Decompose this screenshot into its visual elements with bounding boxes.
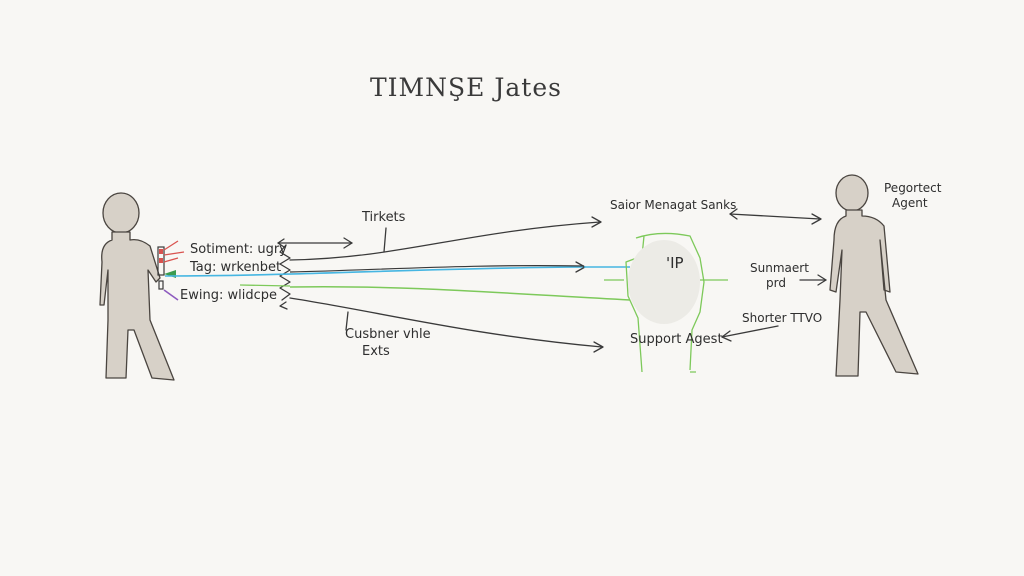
tickets-pointer	[383, 227, 387, 253]
blue-flow-line	[164, 266, 585, 277]
dark-flow-line	[289, 265, 585, 273]
summary-label-line1: Sunmaert	[750, 261, 809, 275]
tickets-label: Tirkets	[361, 210, 406, 225]
left-person-figure	[99, 192, 175, 381]
node-bottom-label: Support Agest	[630, 332, 723, 347]
arrowhead-senior-management	[591, 216, 602, 228]
node-top-label: Saior Menagat Sanks	[610, 198, 736, 212]
right-person-label-line1: Pegortect	[884, 181, 942, 195]
left-label-sentiment: Sotiment: ugry	[190, 242, 287, 257]
node-center-label: 'IP	[666, 254, 684, 272]
arrow-to-support-agent	[289, 297, 603, 348]
green-flow-line-1	[289, 285, 631, 301]
green-flow-line-2	[239, 284, 291, 287]
arrowhead-senior-right	[811, 213, 822, 225]
connector-zigzag	[279, 244, 291, 301]
arrowhead-summary	[817, 274, 827, 286]
customer-value-label-line2: Exts	[362, 344, 390, 359]
left-label-tag: Tag: wrkenbet	[189, 260, 281, 275]
arrowhead-shorter	[721, 330, 732, 342]
arrow-to-senior-management	[289, 221, 601, 261]
customer-value-label-line1: Cusbner vhle	[345, 327, 431, 342]
arrowhead-tickets-short	[343, 237, 353, 249]
arrow-senior-to-agent	[729, 213, 821, 220]
customer-value-pointer	[345, 311, 349, 331]
diagram-title: TIMNŞE Jates	[370, 73, 562, 102]
left-label-ewing: Ewing: wlidcpe	[180, 288, 277, 303]
arrowhead-senior-left	[729, 208, 738, 220]
shorter-label: Shorter TTVO	[742, 311, 822, 325]
center-node	[604, 232, 728, 373]
right-person-figure	[829, 174, 919, 377]
summary-label-line2: prd	[766, 276, 786, 290]
arrowhead-support-agent	[593, 341, 604, 353]
arrowhead-left-short	[277, 238, 285, 248]
arrowhead-left-bottom	[279, 301, 288, 310]
arrow-shorter	[721, 325, 779, 338]
right-person-label-line2: Agent	[892, 196, 928, 210]
